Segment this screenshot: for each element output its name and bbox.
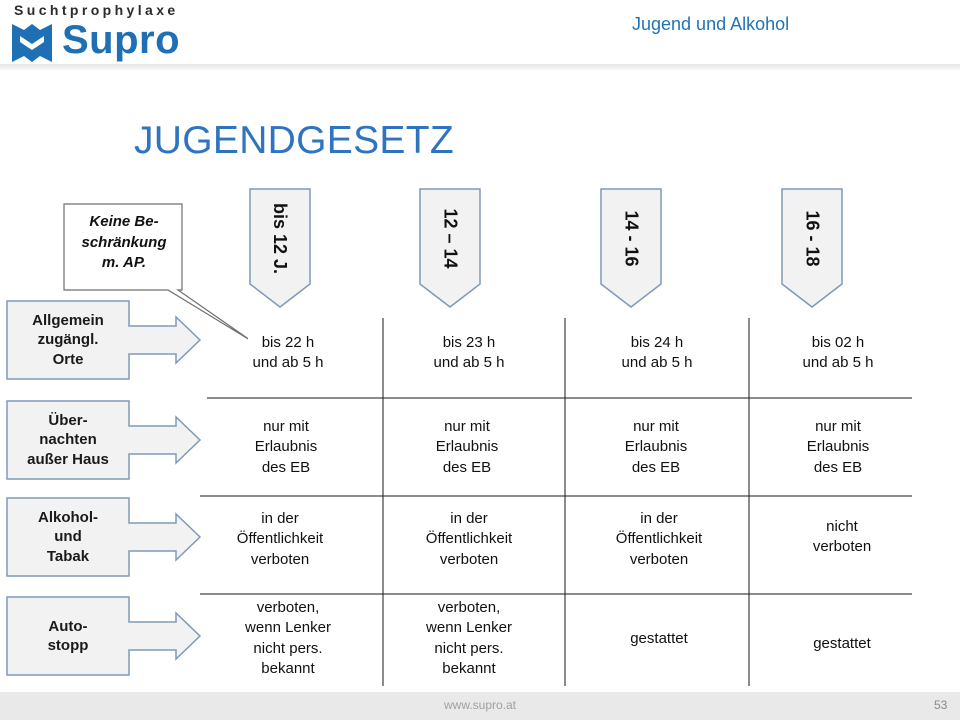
row-label-alcohol-tobacco: Alkohol- und Tabak	[6, 497, 202, 577]
row-label-public-places: Allgemein zugängl. Orte	[6, 300, 202, 380]
table-cell: in der Öffentlichkeit verboten	[236, 510, 324, 568]
table-cell: bis 22 h und ab 5 h	[252, 334, 324, 372]
table-cell: nur mit Erlaubnis des EB	[254, 418, 318, 476]
header-divider	[0, 64, 960, 70]
column-header-age-14-16: 14 - 16	[600, 188, 662, 308]
logo-tagline: Suchtprophylaxe	[14, 2, 179, 18]
table-cell: bis 02 h und ab 5 h	[802, 334, 874, 372]
row-label-text: Auto- stopp	[47, 617, 89, 655]
column-header-age-0-12: bis 12 J.	[249, 188, 311, 308]
table-cell: nur mit Erlaubnis des EB	[624, 418, 688, 476]
right-arrow-shape	[6, 596, 202, 676]
column-header-age-16-18: 16 - 18	[781, 188, 843, 308]
row-label-text: Allgemein zugängl. Orte	[32, 311, 104, 368]
table-cell: gestattet	[813, 635, 871, 652]
table-cell: verboten, wenn Lenker nicht pers. bekann…	[245, 599, 331, 677]
down-arrow-shape	[600, 188, 662, 308]
row-label-text: Über- nachten außer Haus	[27, 411, 109, 468]
page-title: JUGENDGESETZ	[134, 119, 454, 162]
table-cell: gestattet	[630, 630, 688, 647]
column-header-age-12-14: 12 – 14	[419, 188, 481, 308]
row-label-text: Alkohol- und Tabak	[38, 508, 98, 565]
table-cell: nicht verboten	[812, 518, 872, 556]
header-title: Jugend und Alkohol	[632, 14, 790, 34]
right-arrow-shape	[6, 400, 202, 480]
footer-bar	[0, 692, 960, 720]
down-arrow-shape	[781, 188, 843, 308]
down-arrow-shape	[419, 188, 481, 308]
supro-logo-icon	[12, 24, 52, 62]
table-cell: bis 24 h und ab 5 h	[621, 334, 693, 372]
down-arrow-shape	[249, 188, 311, 308]
table-cell: in der Öffentlichkeit verboten	[425, 510, 513, 568]
row-label-overnight: Über- nachten außer Haus	[6, 400, 202, 480]
logo-wordmark: Supro	[62, 18, 181, 62]
table-cell: nur mit Erlaubnis des EB	[435, 418, 499, 476]
table-cell: in der Öffentlichkeit verboten	[615, 510, 703, 568]
right-arrow-shape	[6, 300, 202, 380]
callout-text: Keine Be- schränkung m. AP.	[81, 213, 167, 272]
table-cell: nur mit Erlaubnis des EB	[806, 418, 870, 476]
row-label-hitchhiking: Auto- stopp	[6, 596, 202, 676]
table-cell: verboten, wenn Lenker nicht pers. bekann…	[426, 599, 512, 677]
page-number: 53	[934, 698, 948, 712]
footer-url: www.supro.at	[443, 698, 517, 712]
right-arrow-shape	[6, 497, 202, 577]
table-cell: bis 23 h und ab 5 h	[433, 334, 505, 372]
callout-bubble	[63, 203, 248, 340]
